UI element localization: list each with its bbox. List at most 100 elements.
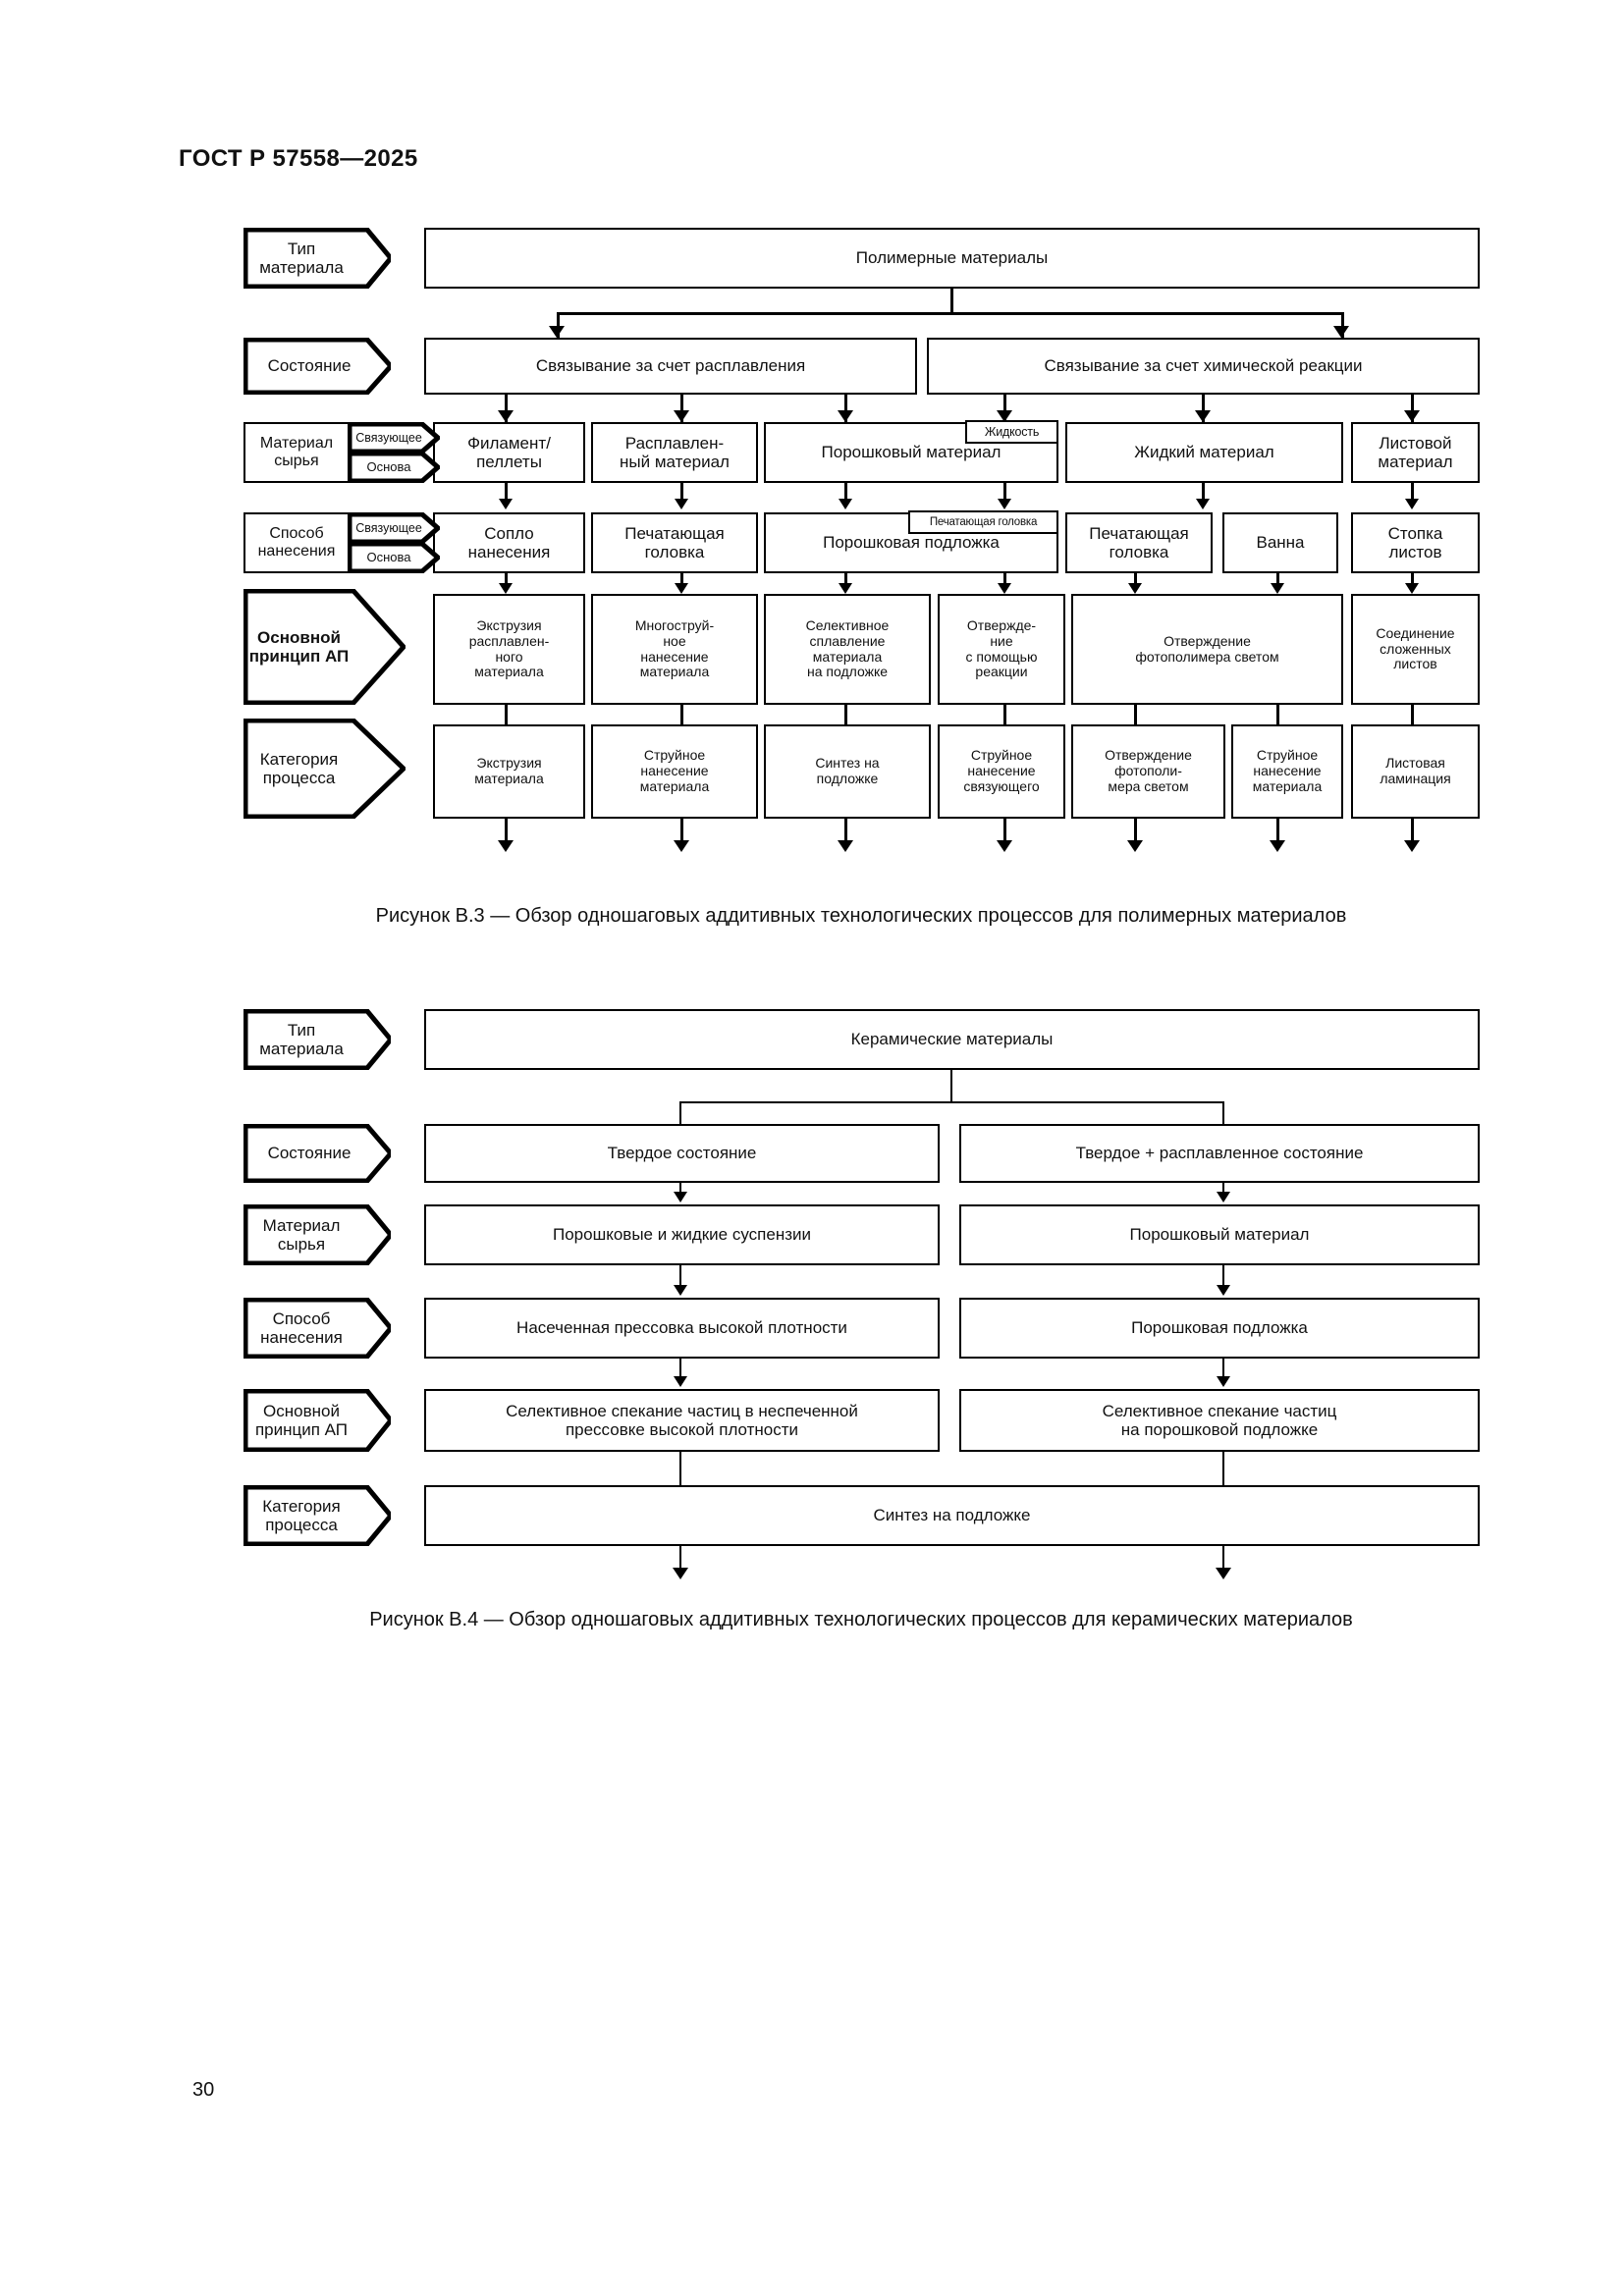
feedstock-overlay-liquid-b3: Жидкость bbox=[965, 420, 1058, 444]
connector bbox=[1222, 1359, 1224, 1378]
principle-box-b4-0: Селективное спекание частиц в неспеченно… bbox=[424, 1389, 940, 1452]
connector bbox=[505, 819, 508, 846]
arrowhead bbox=[838, 410, 853, 422]
connector bbox=[1222, 1183, 1224, 1197]
row-label-line1: Состояние bbox=[267, 1144, 352, 1163]
connector bbox=[1003, 819, 1006, 846]
deposition-box-b4-1: Порошковая подложка bbox=[959, 1298, 1480, 1359]
connector bbox=[505, 483, 508, 507]
material-type-box-b3: Полимерные материалы bbox=[424, 228, 1480, 289]
row-label-category-b3: Категория процесса bbox=[244, 719, 406, 819]
connector bbox=[679, 1546, 681, 1574]
connector bbox=[1222, 1452, 1224, 1485]
connector bbox=[1003, 395, 1006, 422]
arrowhead bbox=[998, 583, 1011, 594]
arrowhead bbox=[498, 410, 514, 422]
row-label-type-material-b3: Тип материала bbox=[244, 228, 391, 289]
connector bbox=[844, 573, 847, 591]
row-sublabel-binder-deposition-b3: Связующее bbox=[348, 512, 440, 544]
row-label-deposition-b3: Способ нанесения bbox=[244, 512, 350, 573]
principle-box-b4-1: Селективное спекание частиц на порошково… bbox=[959, 1389, 1480, 1452]
row-label-line2: материала bbox=[259, 1040, 344, 1058]
feedstock-box-b4-0: Порошковые и жидкие суспензии bbox=[424, 1204, 940, 1265]
row-label-line2: материала bbox=[259, 258, 344, 277]
deposition-box-b3-1: Печатающая головка bbox=[591, 512, 758, 573]
row-label-line1: Тип bbox=[287, 239, 316, 258]
arrowhead bbox=[1216, 1568, 1231, 1579]
deposition-box-b3-5: Стопка листов bbox=[1351, 512, 1480, 573]
connector bbox=[1222, 1101, 1224, 1125]
principle-box-b3-2: Селективное сплавление материала на подл… bbox=[764, 594, 931, 705]
arrowhead bbox=[998, 499, 1011, 509]
connector bbox=[505, 705, 508, 724]
row-label-line1: Состояние bbox=[267, 356, 352, 376]
connector bbox=[1003, 573, 1006, 591]
arrowhead bbox=[1270, 840, 1285, 852]
arrowhead bbox=[1271, 583, 1284, 594]
principle-box-b3-5: Соединение сложенных листов bbox=[1351, 594, 1480, 705]
connector bbox=[1134, 705, 1137, 724]
connector bbox=[679, 1183, 681, 1197]
material-type-box-b4: Керамические материалы bbox=[424, 1009, 1480, 1070]
row-label-state-b4: Состояние bbox=[244, 1124, 391, 1183]
arrowhead bbox=[1217, 1285, 1230, 1296]
connector bbox=[1202, 483, 1205, 507]
arrowhead bbox=[1217, 1376, 1230, 1387]
connector bbox=[1202, 395, 1205, 422]
page-number: 30 bbox=[192, 2079, 215, 2101]
arrowhead bbox=[674, 410, 689, 422]
connector bbox=[844, 705, 847, 724]
state-box-b3-1: Связывание за счет химической реакции bbox=[927, 338, 1480, 395]
row-label-principle-b3: Основной принцип АП bbox=[244, 589, 406, 705]
row-sublabel-base-b3: Основа bbox=[348, 452, 440, 483]
arrowhead bbox=[997, 410, 1012, 422]
feedstock-box-b3-1: Расплавлен- ный материал bbox=[591, 422, 758, 483]
principle-box-b3-4: Отверждение фотополимера светом bbox=[1071, 594, 1343, 705]
category-box-b3-6: Листовая ламинация bbox=[1351, 724, 1480, 819]
connector bbox=[557, 312, 1343, 315]
connector bbox=[680, 395, 683, 422]
row-label-line2: принцип АП bbox=[248, 647, 350, 666]
arrowhead bbox=[498, 840, 514, 852]
row-label-line1: Основной bbox=[263, 1401, 340, 1420]
arrowhead bbox=[1196, 499, 1210, 509]
connector bbox=[1134, 819, 1137, 846]
row-label-type-material-b4: Тип материала bbox=[244, 1009, 391, 1070]
connector bbox=[557, 312, 560, 338]
arrowhead bbox=[673, 1568, 688, 1579]
connector bbox=[679, 1265, 681, 1287]
deposition-box-b4-0: Насеченная прессовка высокой плотности bbox=[424, 1298, 940, 1359]
connector bbox=[1411, 483, 1414, 507]
connector bbox=[1222, 1546, 1224, 1574]
connector bbox=[1276, 705, 1279, 724]
principle-box-b3-0: Экструзия расплавлен- ного материала bbox=[433, 594, 585, 705]
connector bbox=[680, 819, 683, 846]
connector bbox=[1411, 819, 1414, 846]
row-label-deposition-b4: Способ нанесения bbox=[244, 1298, 391, 1359]
state-box-b4-0: Твердое состояние bbox=[424, 1124, 940, 1183]
arrowhead bbox=[1128, 583, 1142, 594]
category-box-b3-4: Отверждение фотополи- мера светом bbox=[1071, 724, 1225, 819]
arrowhead bbox=[549, 326, 565, 338]
row-label-line2: принцип АП bbox=[254, 1420, 349, 1439]
row-label-feedstock-b4: Материал сырья bbox=[244, 1204, 391, 1265]
connector bbox=[844, 819, 847, 846]
row-sublabel-text: Связующее bbox=[355, 431, 422, 445]
row-label-line2: нанесения bbox=[260, 1328, 343, 1347]
arrowhead bbox=[499, 499, 513, 509]
deposition-box-b3-0: Сопло нанесения bbox=[433, 512, 585, 573]
figure-b4-diagram: Тип материала Состояние Материал сырья bbox=[244, 1009, 1480, 1579]
row-label-line2: процесса bbox=[262, 769, 336, 787]
arrowhead bbox=[1333, 326, 1349, 338]
row-label-feedstock-b3: Материал сырья bbox=[244, 422, 350, 483]
arrowhead bbox=[838, 840, 853, 852]
row-label-state-b3: Состояние bbox=[244, 338, 391, 395]
connector bbox=[1411, 573, 1414, 591]
row-label-principle-b4: Основной принцип АП bbox=[244, 1389, 391, 1452]
arrowhead bbox=[674, 1285, 687, 1296]
row-label-line1: Основной bbox=[257, 627, 341, 647]
figure-b3-diagram: Тип материала Состояние Материал сырья С… bbox=[0, 0, 1624, 883]
category-box-b3-1: Струйное нанесение материала bbox=[591, 724, 758, 819]
connector bbox=[844, 395, 847, 422]
arrowhead bbox=[839, 583, 852, 594]
